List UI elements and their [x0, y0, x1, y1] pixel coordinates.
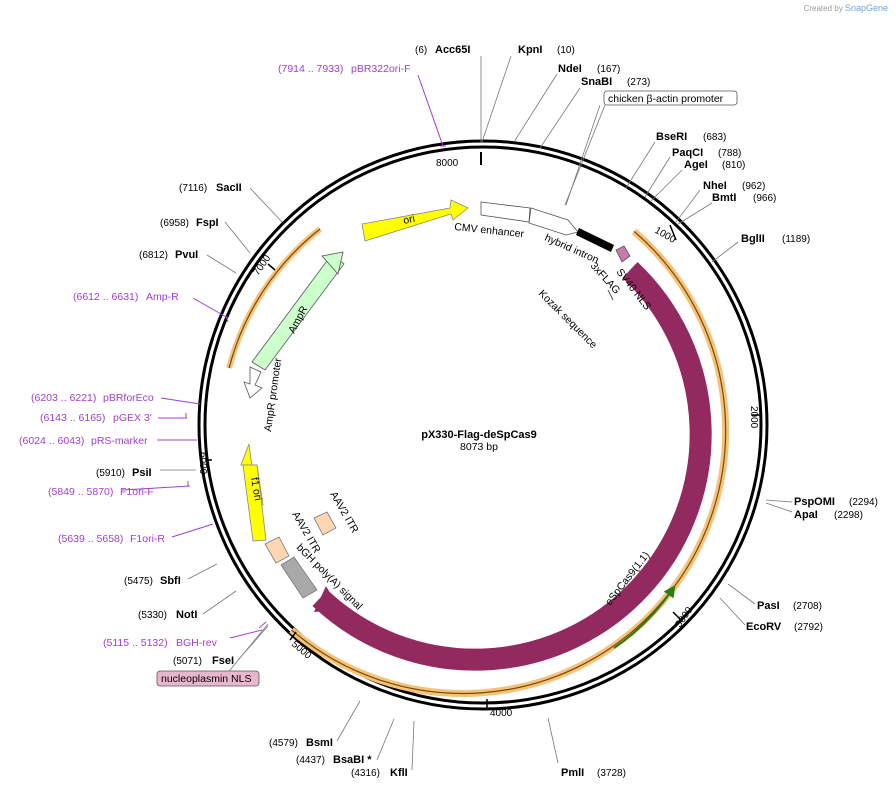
site-pos-nhei: (962): [742, 181, 765, 192]
site-pos-kpni: (10): [557, 45, 575, 56]
site-pos-bseri: (683): [703, 132, 726, 143]
primer-range-f1ori-f: (5849 .. 5870): [48, 486, 113, 498]
site-pos-bsabi: (4437): [296, 755, 325, 766]
ori-label: ori: [402, 213, 416, 227]
site-name-bsabi: BsaBI *: [333, 754, 372, 766]
site-pos-ndei: (167): [597, 64, 620, 75]
site-pos-paqci: (788): [718, 148, 741, 159]
backbone: [197, 139, 769, 711]
site-pos-sbfi: (5475): [124, 576, 153, 587]
nucleoplasmin-nls-label: nucleoplasmin NLS: [161, 673, 251, 685]
primer-range-prs-marker: (6024 .. 6043): [19, 435, 84, 447]
site-name-pmli: PmlI: [561, 767, 584, 779]
site-pos-pvui: (6812): [139, 250, 168, 261]
primer-range-pbrforeco: (6203 .. 6221): [31, 392, 96, 404]
snapgene-credit: Created by SnapGene: [804, 3, 888, 13]
backbone-ticks: [205, 152, 761, 710]
site-pos-ecorv: (2792): [794, 622, 823, 633]
f1-ori-label: f1 ori: [248, 476, 264, 501]
primer-range-bgh-rev: (5115 .. 5132): [103, 637, 168, 649]
site-name-agei: AgeI: [684, 159, 708, 171]
cmv-enhancer-label: CMV enhancer: [454, 221, 525, 240]
site-name-fsei: FseI: [212, 655, 234, 667]
site-name-bglii: BglII: [741, 233, 765, 245]
primer-name-pbrforeco: pBRforEco: [103, 392, 154, 404]
site-pos-pspomi: (2294): [849, 497, 878, 508]
chicken-beta-actin-box: [603, 90, 738, 106]
primer-name-f1ori-r: F1ori-R: [130, 533, 165, 545]
primer-leader-lines: [121, 74, 446, 639]
espcas9-feature: [312, 262, 712, 671]
primer-range-f1ori-r: (5639 .. 5658): [58, 533, 123, 545]
site-name-bseri: BseRI: [656, 131, 687, 143]
site-name-sbfi: SbfI: [160, 575, 181, 587]
site-pos-bglii: (1189): [782, 234, 810, 245]
site-name-fspi: FspI: [196, 217, 219, 229]
primer-name-amp-r: Amp-R: [146, 291, 179, 303]
primer-name-prs-marker: pRS-marker: [91, 435, 148, 447]
primer-name-bgh-rev: BGH-rev: [176, 637, 218, 649]
site-pos-acc65i: (6): [415, 45, 427, 56]
site-name-sacii: SacII: [216, 182, 242, 194]
site-pos-pasi: (2708): [793, 601, 822, 612]
site-name-bmti: BmtI: [712, 192, 736, 204]
plasmid-name: pX330-Flag-deSpCas9: [421, 429, 537, 441]
site-pos-sacii: (7116): [179, 183, 207, 194]
site-pos-fspi: (6958): [160, 218, 189, 229]
primer-name-f1ori-f: F1ori-F: [120, 486, 154, 498]
tick-label-4000: 4000: [490, 708, 513, 719]
site-pos-fsei: (5071): [173, 656, 202, 667]
primer-range-pgex3: (6143 .. 6165): [40, 412, 105, 424]
site-name-kfli: KflI: [390, 767, 408, 779]
inner-features: [240, 199, 631, 599]
site-pos-snabi: (273): [627, 77, 650, 88]
site-pos-bsmi: (4579): [269, 738, 298, 749]
primer-range-pbr322ori-f: (7914 .. 7933): [278, 63, 343, 75]
site-name-bsmi: BsmI: [306, 737, 333, 749]
site-leader-lines: [160, 55, 793, 771]
site-pos-apai: (2298): [834, 510, 863, 521]
primer-name-pgex3: pGEX 3': [113, 412, 152, 424]
kozak-sequence-label: Kozak sequence: [536, 288, 599, 351]
site-pos-noti: (5330): [138, 610, 167, 621]
site-name-ecorv: EcoRV: [746, 621, 782, 633]
nucleoplasmin-nls-box: [156, 670, 260, 687]
site-name-kpni: KpnI: [518, 44, 542, 56]
site-pos-pmli: (3728): [597, 768, 626, 779]
site-pos-agei: (810): [722, 160, 745, 171]
site-name-ndei: NdeI: [558, 63, 582, 75]
site-name-acc65i: Acc65I: [435, 44, 470, 56]
site-name-nhei: NheI: [703, 180, 727, 192]
site-name-psii: PsiI: [132, 467, 152, 479]
site-name-paqci: PaqCI: [672, 147, 703, 159]
site-name-apai: ApaI: [794, 509, 818, 521]
tick-label-2000: 2000: [748, 406, 759, 429]
site-name-pspomi: PspOMI: [794, 496, 835, 508]
kozak-tick: [607, 289, 614, 301]
site-name-snabi: SnaBI: [581, 76, 612, 88]
site-name-noti: NotI: [176, 609, 197, 621]
tick-label-8000: 8000: [436, 158, 459, 169]
site-pos-kfli: (4316): [351, 768, 380, 779]
primer-range-amp-r: (6612 .. 6631): [73, 291, 138, 303]
credit-brand: SnapGene: [844, 3, 888, 13]
site-name-pasi: PasI: [757, 600, 780, 612]
site-pos-bmti: (966): [753, 193, 776, 204]
primer-name-pbr322ori-f: pBR322ori-F: [351, 63, 411, 75]
credit-prefix: Created by: [803, 4, 843, 13]
tick-label-6000: 6000: [197, 452, 208, 475]
site-name-pvui: PvuI: [175, 249, 198, 261]
tick-label-1000: 1000: [653, 225, 678, 246]
site-pos-psii: (5910): [96, 468, 125, 479]
plasmid-length: 8073 bp: [460, 441, 498, 453]
chicken-beta-actin-label: chicken β-actin promoter: [608, 93, 724, 105]
